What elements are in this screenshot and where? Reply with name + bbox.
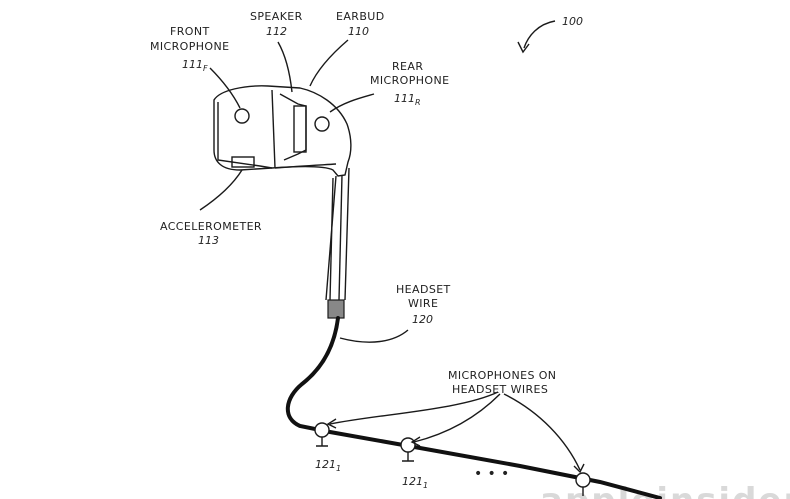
- wire-mic-1-ref: 1211: [315, 458, 341, 473]
- rear-mic-ref: 111R: [394, 92, 421, 107]
- headset-wire-ref: 120: [412, 313, 433, 326]
- wire-mic-2-ref: 1211: [402, 475, 428, 490]
- mics-on-wires-label-1: MICROPHONES ON: [448, 369, 556, 382]
- figure-ref-label: 100: [562, 15, 583, 28]
- speaker-label: SPEAKER: [250, 10, 303, 23]
- wire-microphone-1: [314, 422, 330, 447]
- front-mic-label-1: FRONT: [170, 25, 210, 38]
- accelerometer-box: [231, 156, 255, 168]
- leader-headset-wire: [339, 329, 409, 343]
- leader-accelerometer: [199, 169, 243, 211]
- wire-microphone-3: [575, 472, 591, 496]
- headset-wire-label-1: HEADSET: [396, 283, 451, 296]
- accelerometer-label: ACCELEROMETER: [160, 220, 262, 233]
- figure-ref-100: 100: [517, 15, 583, 54]
- earbud-shell: [213, 85, 352, 177]
- stem-inner-line-1: [329, 177, 334, 301]
- watermark-text: appleinsider: [540, 481, 790, 499]
- arrowhead-wire-mic-2: [410, 436, 421, 447]
- earbud-body: [213, 85, 352, 177]
- wire-mic-2-circle: [400, 437, 416, 453]
- leader-speaker: [277, 41, 293, 93]
- wire-connector: [327, 299, 345, 319]
- stem-inner-line-2: [338, 174, 343, 301]
- arrowhead-wire-mic-3: [573, 463, 585, 474]
- speaker-cone: [293, 105, 307, 153]
- earbud-front-face: [217, 102, 273, 169]
- speaker-ref: 112: [266, 25, 287, 38]
- leader-rear-mic: [329, 93, 375, 113]
- leader-front-mic: [209, 67, 241, 109]
- mics-on-wires-label-2: HEADSET WIRES: [452, 383, 548, 396]
- figure-ref-arrowhead: [517, 41, 530, 54]
- leader-wire-mic-1: [329, 391, 499, 425]
- speaker-shape: [279, 93, 307, 161]
- wire-mic-2-stand: [402, 452, 414, 462]
- front-mic-label-2: MICROPHONE: [150, 40, 229, 53]
- front-mic-ref: 111F: [182, 58, 208, 73]
- leader-wire-mic-2: [413, 393, 501, 443]
- earbud-inner-edge: [271, 89, 276, 169]
- leader-earbud: [309, 39, 349, 87]
- ellipsis-dots: • • •: [474, 466, 510, 482]
- figure-ref-arrow: [523, 20, 556, 49]
- rear-mic-label-1: REAR: [392, 60, 423, 73]
- wire-mic-1-circle: [314, 422, 330, 438]
- rear-microphone-circle: [314, 116, 330, 132]
- wire-mic-3-circle: [575, 472, 591, 488]
- rear-mic-label-2: MICROPHONE: [370, 74, 449, 87]
- earbud-ref: 110: [348, 25, 369, 38]
- leader-wire-mic-3: [503, 393, 581, 471]
- stem-wire-path: [274, 163, 337, 169]
- arrowhead-wire-mic-1: [326, 418, 337, 429]
- stem-right-edge: [344, 167, 350, 301]
- earbud-label: EARBUD: [336, 10, 385, 23]
- front-microphone-circle: [234, 108, 250, 124]
- wire-mic-1-stand: [316, 437, 328, 447]
- headset-wire-label-2: WIRE: [408, 297, 438, 310]
- accelerometer-ref: 113: [198, 234, 219, 247]
- earbud-stem: [274, 163, 350, 319]
